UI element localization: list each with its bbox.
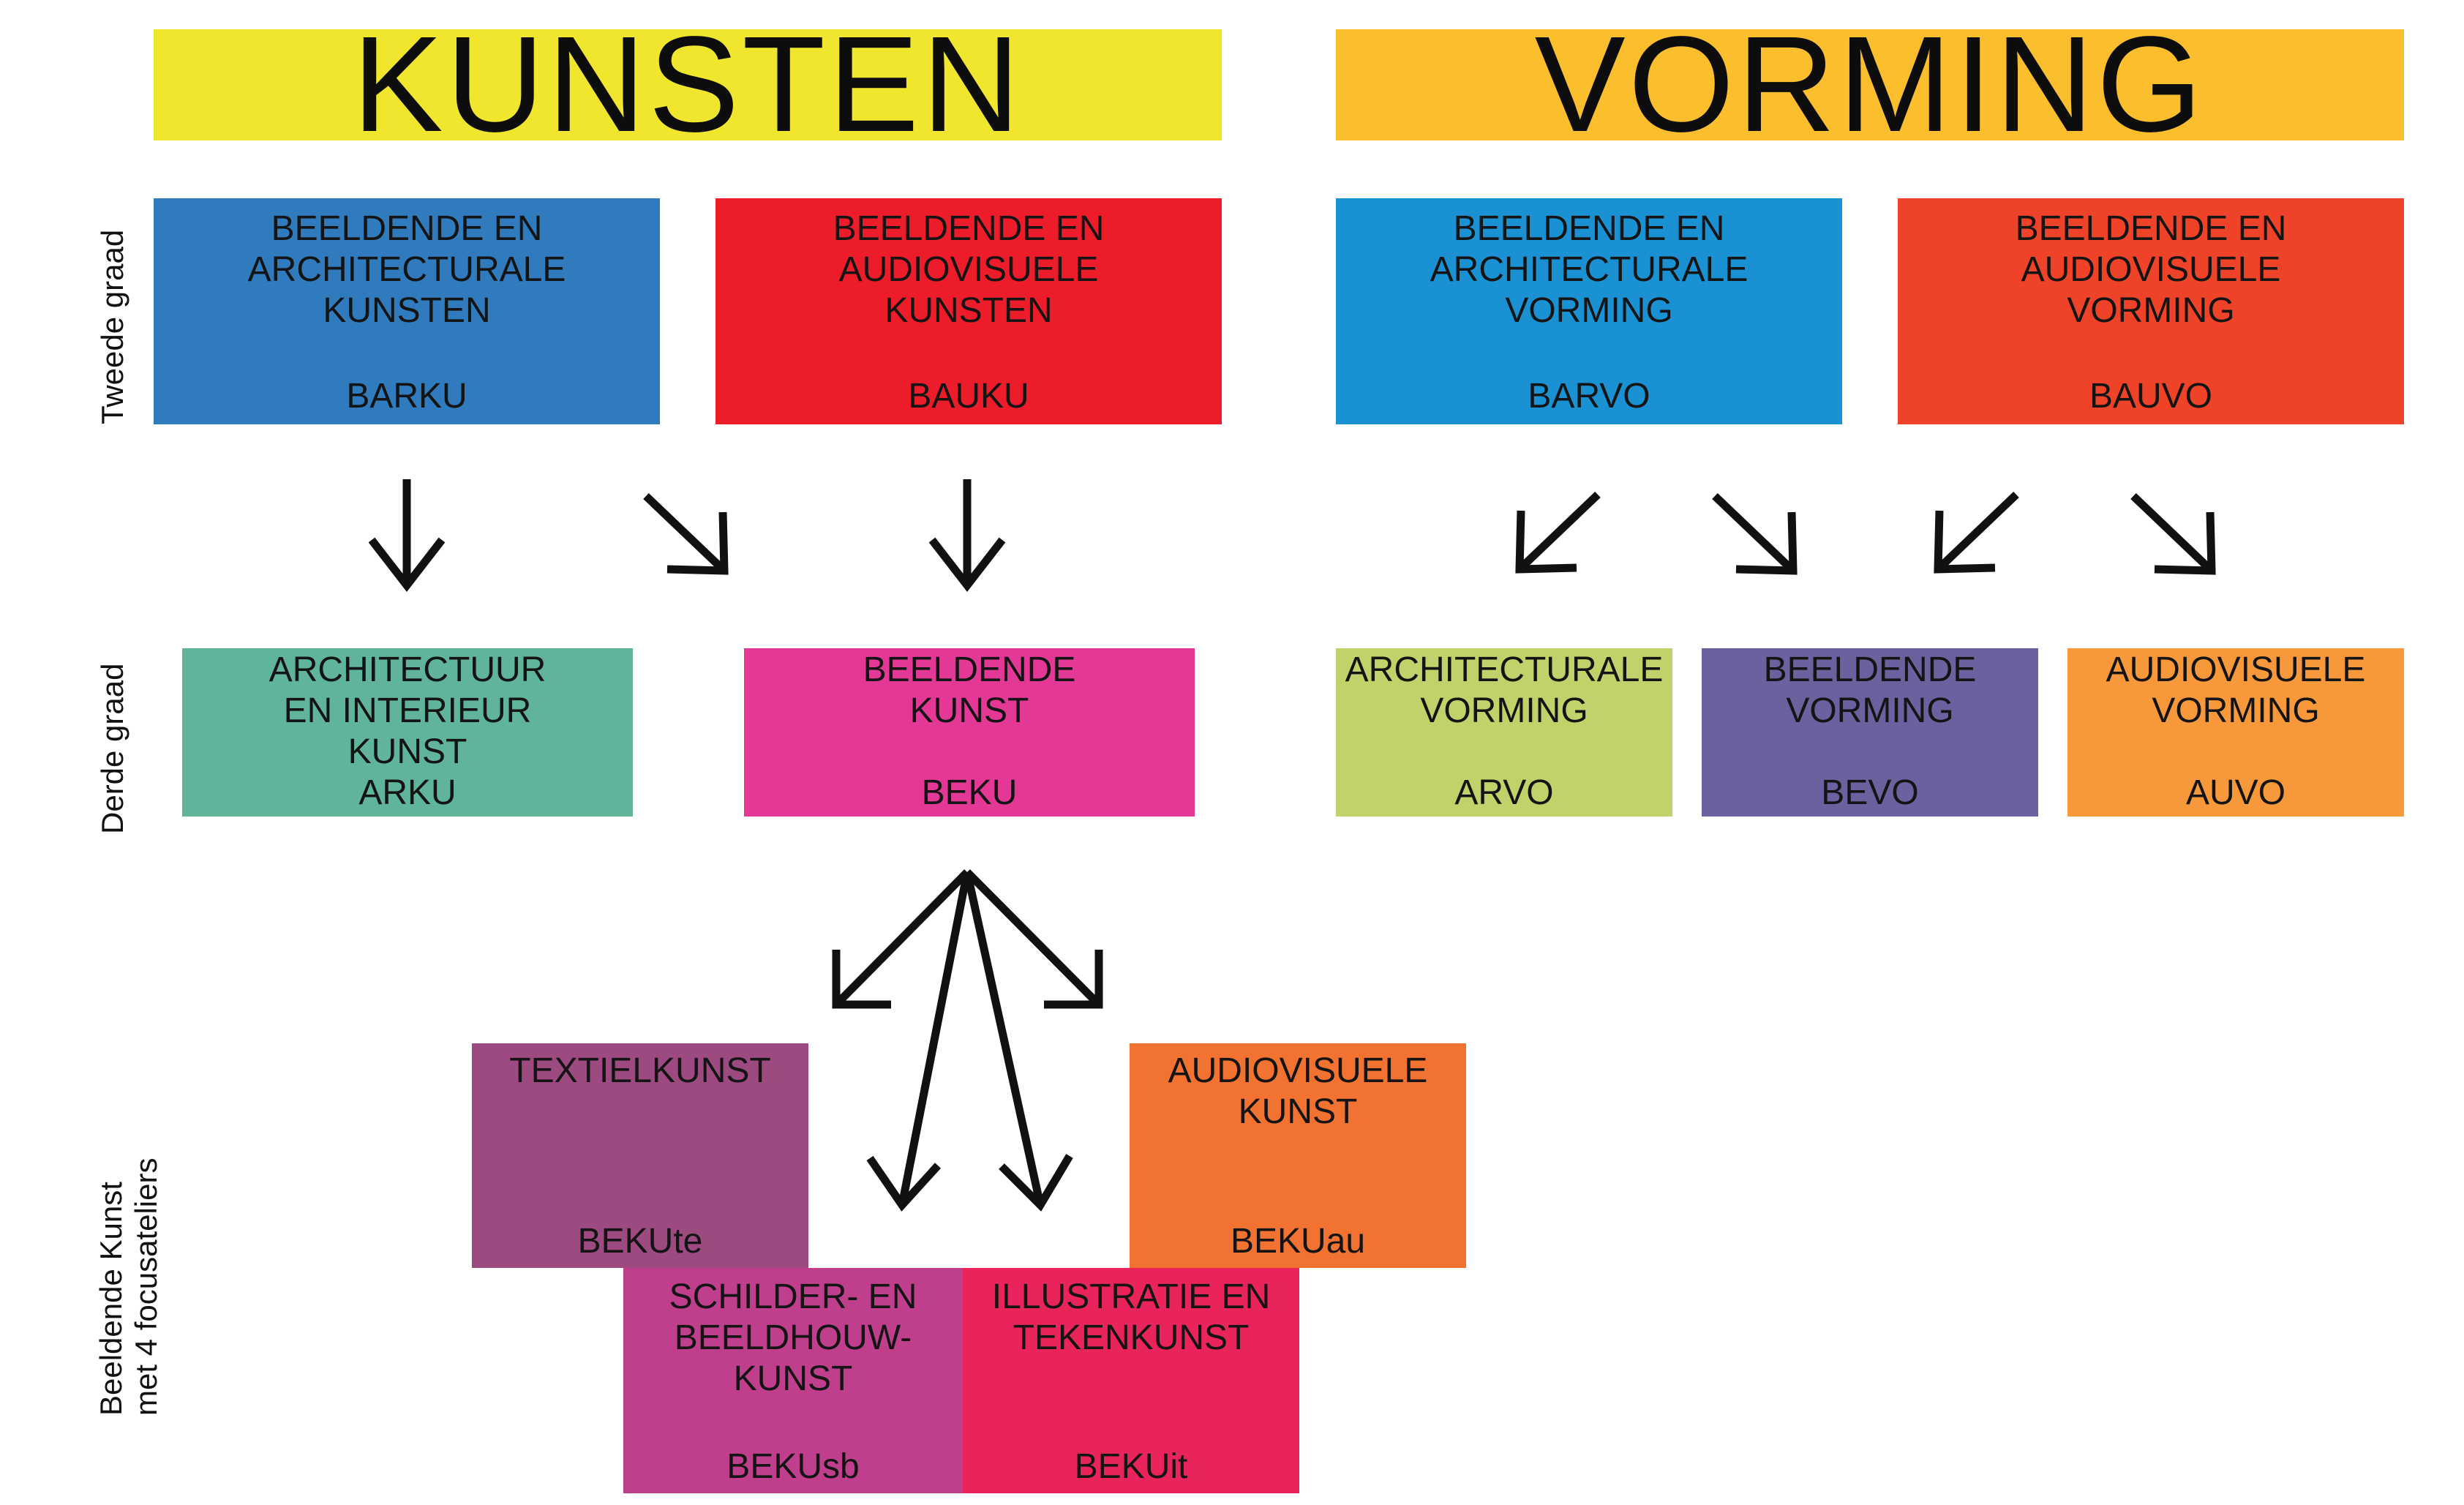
- box-bekuau[interactable]: AUDIOVISUELE KUNST BEKUau: [1130, 1043, 1466, 1268]
- arrow-barvo-to-arvo: [1515, 492, 1601, 574]
- box-barku[interactable]: BEELDENDE EN ARCHITECTURALE KUNSTEN BARK…: [154, 198, 660, 424]
- box-bevo-title: BEELDENDE VORMING: [1763, 650, 1977, 730]
- arrow-barvo-to-bevo: [1712, 493, 1798, 575]
- box-bekute-code: BEKUte: [577, 1222, 703, 1261]
- box-barku-code: BARKU: [346, 377, 467, 416]
- box-barvo-title: BEELDENDE EN ARCHITECTURALE VORMING: [1430, 209, 1749, 330]
- box-bekute-title: TEXTIELKUNST: [509, 1051, 771, 1090]
- arrow-beku-to-bekuit: [963, 871, 1073, 1212]
- box-bekuit[interactable]: ILLUSTRATIE EN TEKENKUNST BEKUit: [963, 1268, 1299, 1493]
- box-auvo-code: AUVO: [2185, 773, 2286, 812]
- box-arku-title: ARCHITECTUUR EN INTERIEUR KUNST: [268, 650, 546, 771]
- arrow-beku-to-bekute: [832, 869, 970, 1009]
- box-bauvo-code: BAUVO: [2089, 377, 2213, 416]
- box-bekusb[interactable]: SCHILDER- EN BEELDHOUW- KUNST BEKUsb: [623, 1268, 963, 1493]
- arrow-bauvo-to-auvo: [2130, 493, 2216, 575]
- box-barvo[interactable]: BEELDENDE EN ARCHITECTURALE VORMING BARV…: [1336, 198, 1842, 424]
- box-bauku-code: BAUKU: [908, 377, 1029, 416]
- vorming-header: VORMING: [1336, 17, 2404, 153]
- box-bevo[interactable]: BEELDENDE VORMING BEVO: [1702, 648, 2038, 817]
- box-bevo-code: BEVO: [1821, 773, 1919, 812]
- box-beku[interactable]: BEELDENDE KUNST BEKU: [744, 648, 1195, 817]
- box-barvo-code: BARVO: [1528, 377, 1650, 416]
- arrow-barku-to-beku: [643, 493, 729, 575]
- box-barku-title: BEELDENDE EN ARCHITECTURALE KUNSTEN: [247, 209, 566, 330]
- box-arvo-title: ARCHITECTURALE VORMING: [1345, 650, 1664, 730]
- box-bauku-title: BEELDENDE EN AUDIOVISUELE KUNSTEN: [833, 209, 1105, 330]
- box-beku-code: BEKU: [921, 773, 1018, 812]
- box-bekusb-code: BEKUsb: [726, 1447, 860, 1486]
- box-bekute[interactable]: TEXTIELKUNST BEKUte: [472, 1043, 808, 1268]
- kunsten-header: KUNSTEN: [154, 17, 1222, 153]
- box-bekuit-title: ILLUSTRATIE EN TEKENKUNST: [991, 1277, 1271, 1357]
- box-beku-title: BEELDENDE KUNST: [863, 650, 1076, 730]
- arrow-beku-to-bekusb: [866, 871, 972, 1212]
- arrow-bauku-to-beku: [928, 479, 1006, 592]
- box-bekuau-code: BEKUau: [1230, 1222, 1366, 1261]
- arrow-barku-to-arku: [368, 479, 446, 592]
- box-arku-code: ARKU: [358, 773, 457, 812]
- arrow-bauvo-to-bevo: [1934, 492, 2019, 574]
- box-bauvo-title: BEELDENDE EN AUDIOVISUELE VORMING: [2015, 209, 2287, 330]
- box-bekuau-title: AUDIOVISUELE KUNST: [1168, 1051, 1428, 1131]
- box-bekusb-title: SCHILDER- EN BEELDHOUW- KUNST: [669, 1277, 917, 1398]
- box-bekuit-code: BEKUit: [1074, 1447, 1188, 1486]
- box-auvo-title: AUDIOVISUELE VORMING: [2106, 650, 2366, 730]
- box-arku[interactable]: ARCHITECTUUR EN INTERIEUR KUNST ARKU: [182, 648, 633, 817]
- arrow-beku-to-bekuau: [964, 869, 1103, 1009]
- vorming-header-label: VORMING: [1534, 9, 2206, 160]
- box-bauku[interactable]: BEELDENDE EN AUDIOVISUELE KUNSTEN BAUKU: [715, 198, 1222, 424]
- kunsten-header-label: KUNSTEN: [352, 9, 1023, 160]
- box-bauvo[interactable]: BEELDENDE EN AUDIOVISUELE VORMING BAUVO: [1898, 198, 2404, 424]
- box-arvo[interactable]: ARCHITECTURALE VORMING ARVO: [1336, 648, 1672, 817]
- box-auvo[interactable]: AUDIOVISUELE VORMING AUVO: [2067, 648, 2404, 817]
- box-arvo-code: ARVO: [1454, 773, 1554, 812]
